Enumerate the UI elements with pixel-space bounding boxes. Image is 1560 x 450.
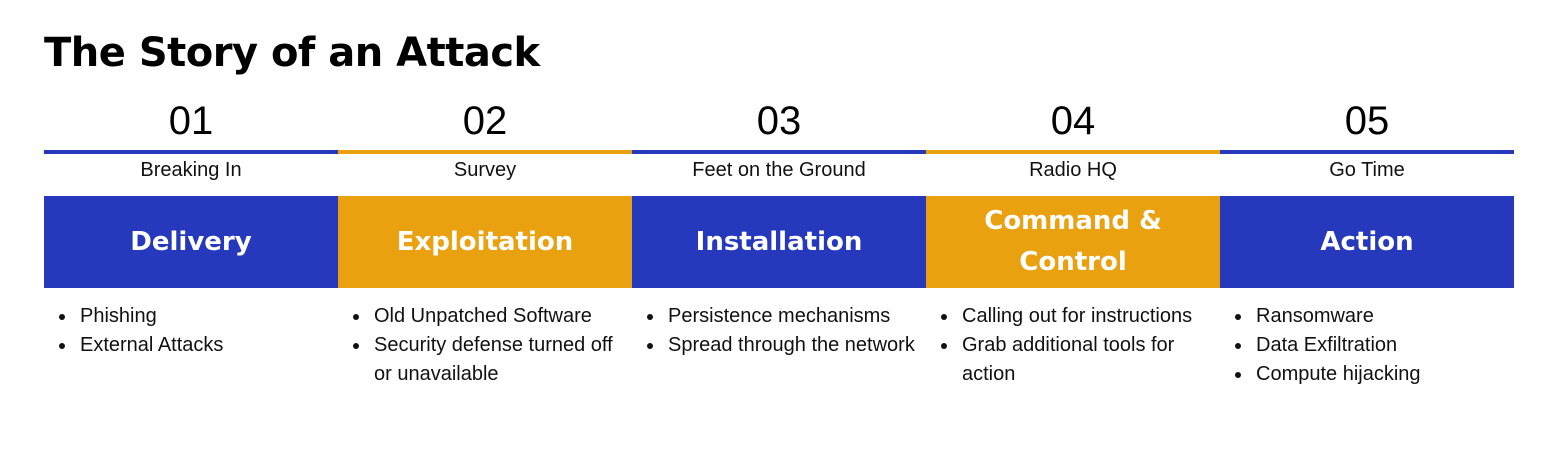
stage-divider bbox=[338, 150, 632, 154]
stage-label-box: Installation bbox=[632, 196, 926, 288]
bullet-icon bbox=[647, 343, 653, 349]
stage-subtitle: Go Time bbox=[1329, 159, 1405, 181]
list-item-text: Phishing bbox=[80, 305, 157, 327]
list-item: External Attacks bbox=[59, 331, 338, 360]
list-item: Calling out for instructions bbox=[941, 302, 1220, 331]
list-item: Persistence mechanisms bbox=[647, 302, 926, 331]
stage-delivery: 01 Breaking In Delivery Phishing Externa… bbox=[44, 96, 338, 389]
bullet-icon bbox=[941, 314, 947, 320]
list-item: Phishing bbox=[59, 302, 338, 331]
bullet-icon bbox=[1235, 314, 1241, 320]
stage-divider bbox=[632, 150, 926, 154]
bullet-icon bbox=[353, 343, 359, 349]
stage-subtitle: Radio HQ bbox=[1029, 159, 1117, 181]
list-item-text: Spread through the network bbox=[668, 334, 915, 356]
list-item-text: External Attacks bbox=[80, 334, 224, 356]
stage-items: Calling out for instructions Grab additi… bbox=[926, 302, 1220, 389]
stage-action: 05 Go Time Action Ransomware Data Exfilt… bbox=[1220, 96, 1514, 389]
stage-number: 01 bbox=[168, 99, 214, 143]
page-title: The Story of an Attack bbox=[44, 30, 540, 76]
stage-exploitation: 02 Survey Exploitation Old Unpatched Sof… bbox=[338, 96, 632, 389]
list-item-text: Ransomware bbox=[1256, 305, 1374, 327]
bullet-icon bbox=[1235, 343, 1241, 349]
stage-subtitle: Feet on the Ground bbox=[692, 159, 866, 181]
stage-items: Old Unpatched Software Security defense … bbox=[338, 302, 632, 389]
list-item: Data Exfiltration bbox=[1235, 331, 1514, 360]
stage-divider bbox=[926, 150, 1220, 154]
list-item: Grab additional tools for action bbox=[941, 331, 1220, 389]
list-item-text: Compute hijacking bbox=[1256, 363, 1421, 385]
stage-items: Ransomware Data Exfiltration Compute hij… bbox=[1220, 302, 1514, 389]
stage-divider bbox=[1220, 150, 1514, 154]
list-item-text: Data Exfiltration bbox=[1256, 334, 1398, 356]
stage-label-box: Command & Control bbox=[926, 196, 1220, 288]
list-item-text: Old Unpatched Software bbox=[374, 305, 592, 327]
list-item-text: Security defense turned off or unavailab… bbox=[374, 334, 613, 385]
attack-stages: 01 Breaking In Delivery Phishing Externa… bbox=[44, 96, 1514, 389]
stage-label-box: Action bbox=[1220, 196, 1514, 288]
bullet-icon bbox=[59, 343, 65, 349]
list-item: Spread through the network bbox=[647, 331, 926, 360]
stage-number: 04 bbox=[1050, 99, 1096, 143]
stage-items: Persistence mechanisms Spread through th… bbox=[632, 302, 926, 360]
stage-label: Installation bbox=[695, 226, 863, 257]
stage-number: 05 bbox=[1344, 99, 1390, 143]
list-item: Compute hijacking bbox=[1235, 360, 1514, 389]
bullet-icon bbox=[353, 314, 359, 320]
stage-label-box: Delivery bbox=[44, 196, 338, 288]
bullet-icon bbox=[647, 314, 653, 320]
list-item: Ransomware bbox=[1235, 302, 1514, 331]
stage-installation: 03 Feet on the Ground Installation Persi… bbox=[632, 96, 926, 389]
stage-command-control: 04 Radio HQ Command & Control Calling ou… bbox=[926, 96, 1220, 389]
stage-label: Command & Control bbox=[984, 206, 1162, 277]
bullet-icon bbox=[1235, 372, 1241, 378]
stage-label: Exploitation bbox=[396, 226, 574, 257]
bullet-icon bbox=[941, 343, 947, 349]
list-item-text: Calling out for instructions bbox=[962, 305, 1193, 327]
stage-label-box: Exploitation bbox=[338, 196, 632, 288]
stage-subtitle: Breaking In bbox=[140, 159, 242, 181]
stage-divider bbox=[44, 150, 338, 154]
list-item-text: Grab additional tools for action bbox=[962, 334, 1175, 385]
stage-items: Phishing External Attacks bbox=[44, 302, 338, 360]
list-item: Security defense turned off or unavailab… bbox=[353, 331, 632, 389]
stage-subtitle: Survey bbox=[453, 159, 517, 181]
bullet-icon bbox=[59, 314, 65, 320]
list-item: Old Unpatched Software bbox=[353, 302, 632, 331]
stage-number: 03 bbox=[756, 99, 802, 143]
stage-label: Action bbox=[1320, 226, 1414, 257]
stage-label: Delivery bbox=[130, 226, 252, 257]
list-item-text: Persistence mechanisms bbox=[668, 305, 891, 327]
stage-number: 02 bbox=[462, 99, 508, 143]
